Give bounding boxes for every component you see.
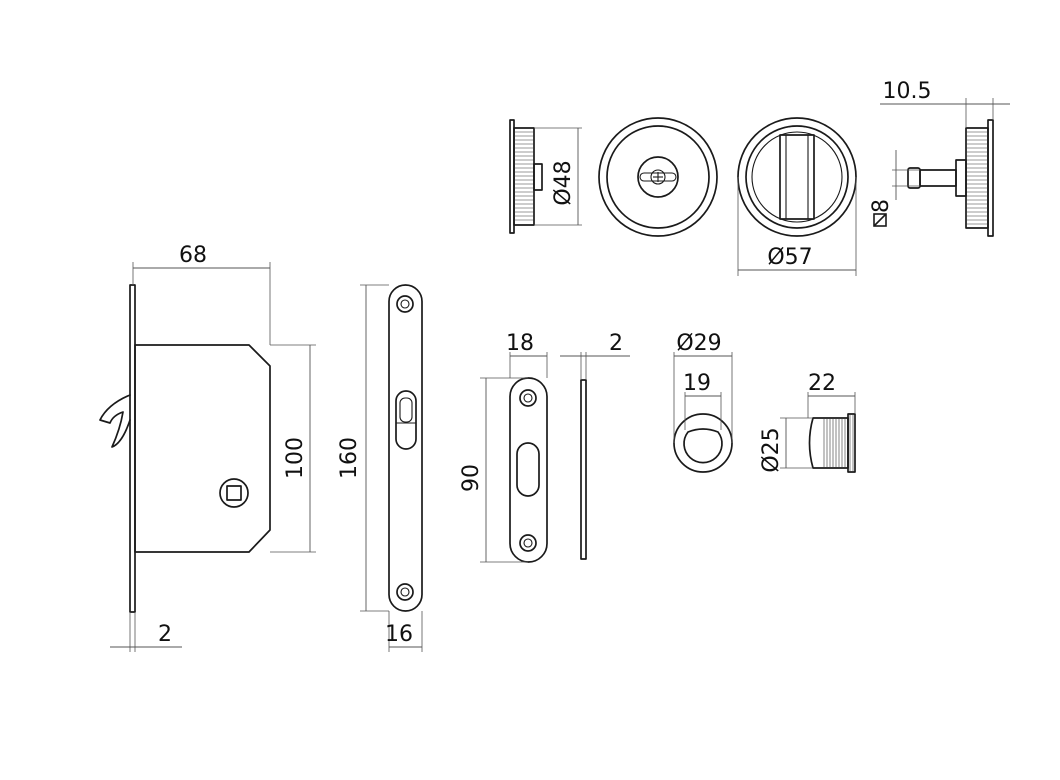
- lock-hook: [99, 394, 131, 448]
- rosette-large-pull: [779, 134, 815, 220]
- faceplate-screw-bottom: [396, 583, 414, 601]
- strike-thickness-label: 2: [609, 331, 623, 356]
- rosette-side-knurling: [514, 131, 534, 221]
- faceplate-width-label: 16: [385, 622, 413, 647]
- strike-plate-view: 18 90 2: [459, 331, 630, 563]
- lock-body-width-label: 68: [179, 243, 207, 268]
- spindle-rosette-plate: [987, 119, 994, 237]
- faceplate-length-label: 160: [337, 437, 362, 479]
- lock-spindle-hole: [219, 478, 249, 508]
- faceplate-screw-top: [396, 295, 414, 313]
- rosette-large-front-view: Ø57: [737, 117, 857, 276]
- faceplate-outline: [388, 284, 423, 612]
- rosette-small-hub: [637, 156, 679, 198]
- ring-inner: [683, 428, 723, 464]
- rosette-thickness-label: 10.5: [883, 79, 932, 104]
- rosette-side-knurl-body: [513, 127, 535, 226]
- cylinder-view: 22 Ø25: [759, 371, 856, 473]
- lock-spindle-square: [226, 485, 242, 501]
- spindle-shaft: [919, 169, 957, 187]
- rosette-small-side-view: Ø48: [509, 119, 582, 234]
- strike-side-profile: [580, 379, 587, 560]
- faceplate-thickness-label: 2: [158, 622, 172, 647]
- lock-body-view: 68 100 2: [99, 243, 316, 652]
- spindle-square-label: 8: [869, 199, 894, 213]
- rosette-small-diameter-label: Ø48: [551, 160, 576, 205]
- ring-inner-label: 19: [683, 371, 711, 396]
- ring-view: Ø29 19: [673, 331, 733, 473]
- strike-screw-top: [519, 389, 537, 407]
- faceplate-view: 160 16: [337, 284, 423, 652]
- spindle-collar: [955, 159, 967, 197]
- rosette-side-stub: [533, 163, 543, 191]
- strike-plate-outline: [509, 377, 548, 563]
- cylinder-flange: [847, 413, 856, 473]
- ring-outer-label: Ø29: [676, 331, 721, 356]
- rosette-small-inner: [606, 125, 710, 229]
- strike-length-label: 90: [459, 464, 484, 492]
- rosette-large-inner: [745, 125, 849, 229]
- strike-slot: [516, 442, 540, 497]
- rosette-small-outer: [598, 117, 718, 237]
- rosette-spindle-side-view: 8 10.5: [869, 79, 1010, 237]
- rosette-small-front-view: [598, 117, 718, 237]
- spindle-rosette-knurl-body: [965, 127, 989, 229]
- spindle-rosette-knurling: [966, 131, 988, 225]
- cylinder-diameter-label: Ø25: [759, 427, 784, 472]
- strike-width-label: 18: [506, 331, 534, 356]
- faceplate-hook-slot: [395, 390, 417, 450]
- spindle-square-symbol: [873, 213, 887, 227]
- strike-screw-bottom: [519, 534, 537, 552]
- lock-case: [134, 344, 271, 553]
- spindle-tip: [907, 167, 921, 189]
- cylinder-length-label: 22: [808, 371, 836, 396]
- cylinder-knurling: [823, 415, 854, 471]
- lock-body-height-label: 100: [283, 437, 308, 479]
- rosette-large-diameter-label: Ø57: [767, 245, 812, 270]
